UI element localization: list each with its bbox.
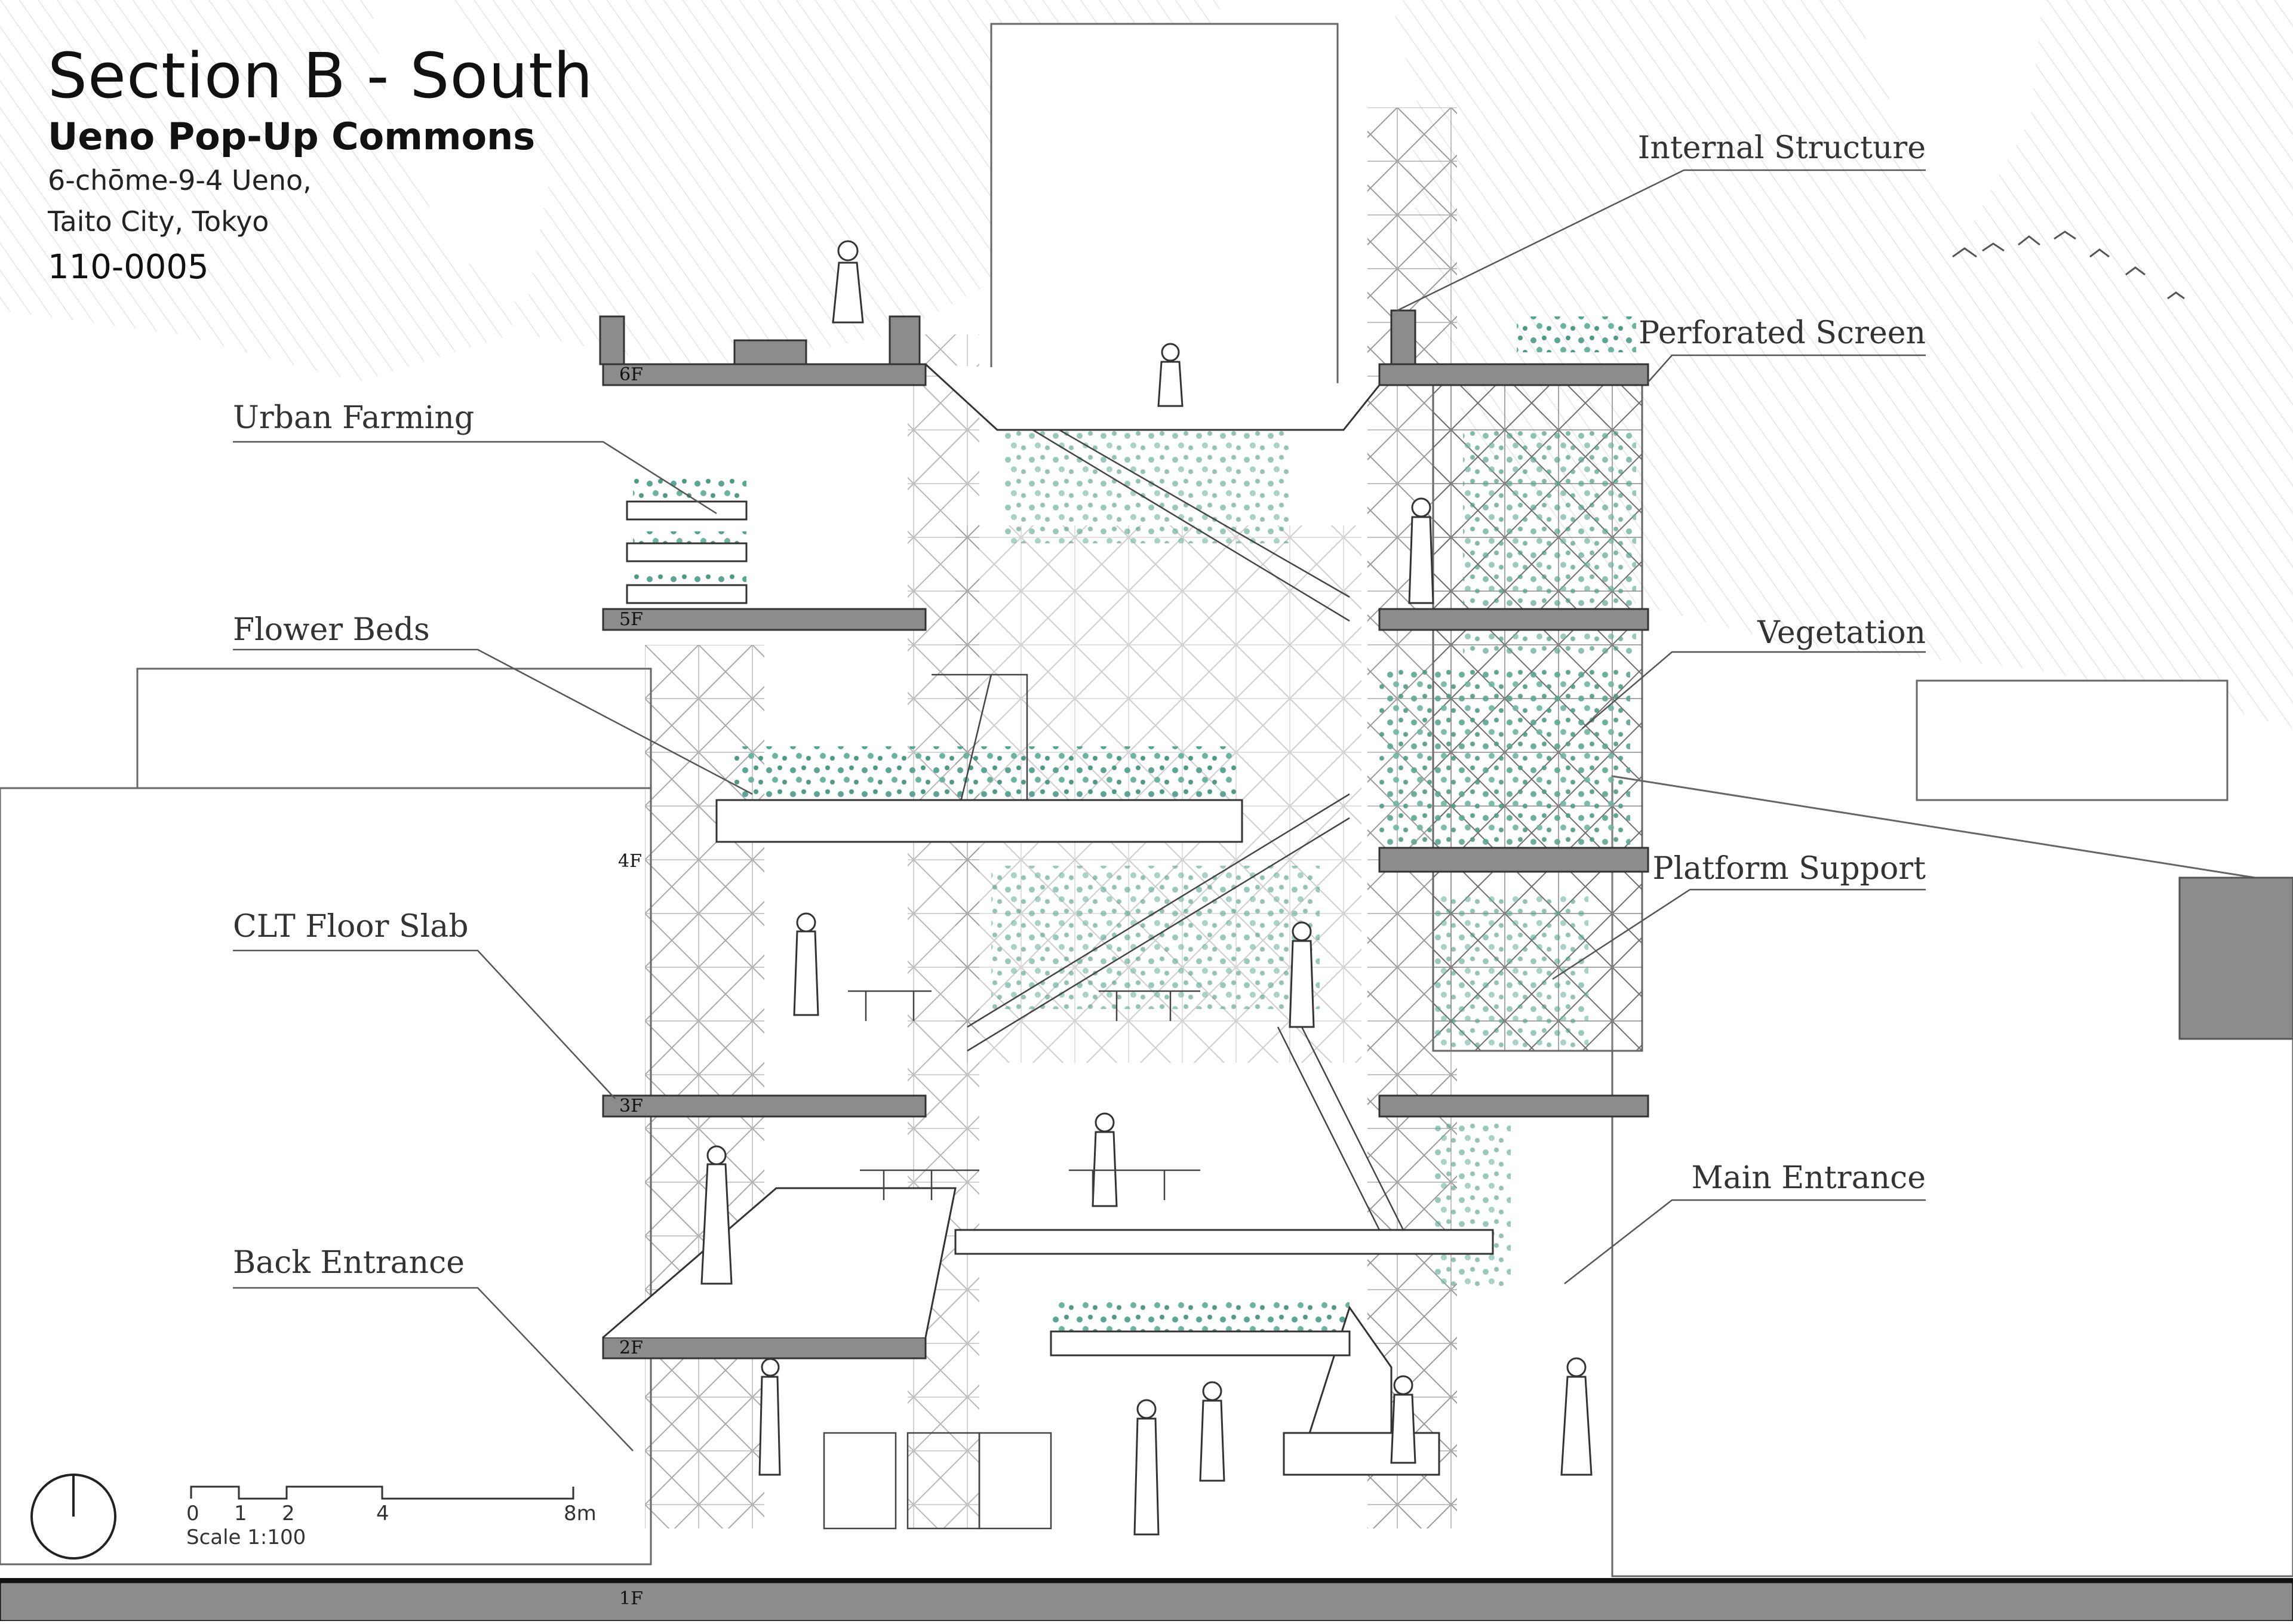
vegetation <box>633 316 1636 1337</box>
page-title: Section B - South <box>48 39 594 112</box>
floor-label-3f: 3F <box>619 1096 643 1116</box>
scale-tick-4: 4 <box>376 1502 389 1525</box>
label-flower-beds: Flower Beds <box>233 612 430 648</box>
address-line-1: 6-chōme-9-4 Ueno, <box>48 164 312 196</box>
label-perforated-screen: Perforated Screen <box>1639 315 1926 351</box>
label-clt-floor-slab: CLT Floor Slab <box>233 909 469 945</box>
project-name: Ueno Pop-Up Commons <box>48 115 536 159</box>
floor-label-1f: 1F <box>619 1588 643 1609</box>
address-line-2: Taito City, Tokyo <box>48 205 269 238</box>
floor-slabs <box>0 309 2293 1622</box>
floor-label-6f: 6F <box>619 364 643 385</box>
background-buildings <box>0 23 2293 1577</box>
postcode: 110-0005 <box>48 247 209 287</box>
scale-tick-2: 2 <box>282 1502 295 1525</box>
floor-label-4f: 4F <box>618 851 642 872</box>
scale-caption: Scale 1:100 <box>186 1525 306 1549</box>
scale-tick-8m: 8m <box>564 1502 597 1525</box>
furniture <box>823 990 1200 1530</box>
scale-tick-0: 0 <box>186 1502 199 1525</box>
label-back-entrance: Back Entrance <box>233 1245 465 1281</box>
north-arrow-icon <box>30 1474 116 1560</box>
scale-bar <box>190 1485 574 1500</box>
label-main-entrance: Main Entrance <box>1691 1160 1926 1196</box>
label-urban-farming: Urban Farming <box>233 400 475 436</box>
birds <box>1952 230 2185 300</box>
floor-label-2f: 2F <box>619 1337 643 1358</box>
label-vegetation: Vegetation <box>1757 615 1926 651</box>
scale-tick-1: 1 <box>234 1502 247 1525</box>
label-internal-structure: Internal Structure <box>1637 130 1926 166</box>
title-block: Section B - South Ueno Pop-Up Commons 6-… <box>48 42 594 290</box>
people <box>700 240 1593 1536</box>
label-platform-support: Platform Support <box>1652 851 1926 887</box>
leader-lines <box>233 169 1926 1451</box>
floor-label-5f: 5F <box>619 609 643 630</box>
